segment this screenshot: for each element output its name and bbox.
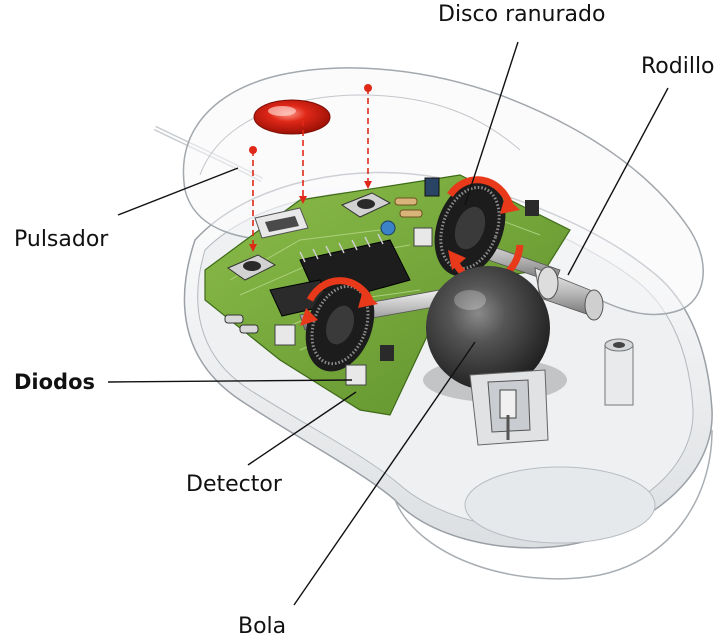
leader-lines [107, 41, 669, 606]
roller [534, 266, 604, 321]
label-pulsador: Pulsador [14, 227, 109, 252]
label-diodos: Diodos [14, 370, 96, 394]
label-rodillo: Rodillo [641, 54, 715, 79]
label-detector: Detector [186, 472, 282, 497]
push-switch-left [226, 254, 277, 281]
detector-right [413, 200, 539, 247]
red-button [253, 99, 331, 135]
label-bola: Bola [238, 614, 287, 639]
push-switch-right [340, 192, 392, 218]
screw-post [604, 338, 634, 406]
button-guide-lines [252, 88, 369, 248]
ball-retainer [469, 369, 549, 446]
slotted-disk-left [300, 277, 378, 372]
label-disco-ranurado: Disco ranurado [438, 2, 606, 27]
